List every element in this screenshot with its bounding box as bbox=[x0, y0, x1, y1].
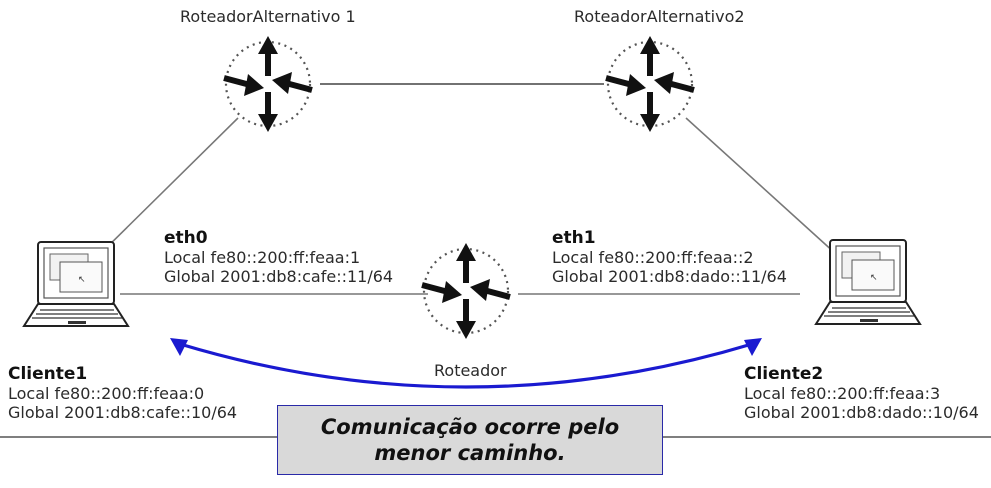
router-label-alt2: RoteadorAlternativo2 bbox=[574, 7, 745, 26]
client2-name: Cliente2 bbox=[744, 364, 824, 384]
client2-local: Local fe80::200:ff:feaa:3 bbox=[744, 384, 941, 403]
shortest-path-arrow bbox=[179, 342, 753, 389]
callout-line1: Comunicação ocorre pelo bbox=[320, 415, 620, 439]
client1-name: Cliente1 bbox=[8, 364, 88, 384]
client1-global: Global 2001:db8:cafe::10/64 bbox=[8, 403, 238, 422]
interface-eth0-local: Local fe80::200:ff:feaa:1 bbox=[164, 248, 361, 267]
router-label-alt1: RoteadorAlternativo 1 bbox=[180, 7, 356, 26]
callout-box: Comunicação ocorre pelo menor caminho. bbox=[277, 405, 663, 475]
router-icon-alt1 bbox=[224, 36, 312, 132]
arrowhead-left bbox=[170, 338, 188, 356]
client1-local: Local fe80::200:ff:feaa:0 bbox=[8, 384, 205, 403]
interface-eth0: eth0 Local fe80::200:ff:feaa:1 Global 20… bbox=[164, 228, 394, 287]
interface-eth1: eth1 Local fe80::200:ff:feaa::2 Global 2… bbox=[552, 228, 787, 287]
interface-eth1-global: Global 2001:db8:dado::11/64 bbox=[552, 267, 787, 286]
interface-eth0-global: Global 2001:db8:cafe::11/64 bbox=[164, 267, 394, 286]
link-client1-alt1 bbox=[95, 117, 239, 259]
laptop-icon-client1 bbox=[23, 241, 129, 327]
router-label-main: Roteador bbox=[434, 361, 507, 380]
interface-eth0-name: eth0 bbox=[164, 228, 208, 248]
client2-global: Global 2001:db8:dado::10/64 bbox=[744, 403, 979, 422]
link-alt2-client2 bbox=[685, 117, 837, 255]
interface-eth1-local: Local fe80::200:ff:feaa::2 bbox=[552, 248, 754, 267]
interface-eth1-name: eth1 bbox=[552, 228, 596, 248]
client2-info: Cliente2 Local fe80::200:ff:feaa:3 Globa… bbox=[744, 364, 979, 423]
router-icon-main bbox=[422, 243, 510, 339]
callout-line2: menor caminho. bbox=[374, 441, 566, 465]
laptop-icon-client2 bbox=[815, 239, 921, 325]
client1-info: Cliente1 Local fe80::200:ff:feaa:0 Globa… bbox=[8, 364, 238, 423]
arrowhead-right bbox=[744, 338, 762, 356]
router-icon-alt2 bbox=[606, 36, 694, 132]
